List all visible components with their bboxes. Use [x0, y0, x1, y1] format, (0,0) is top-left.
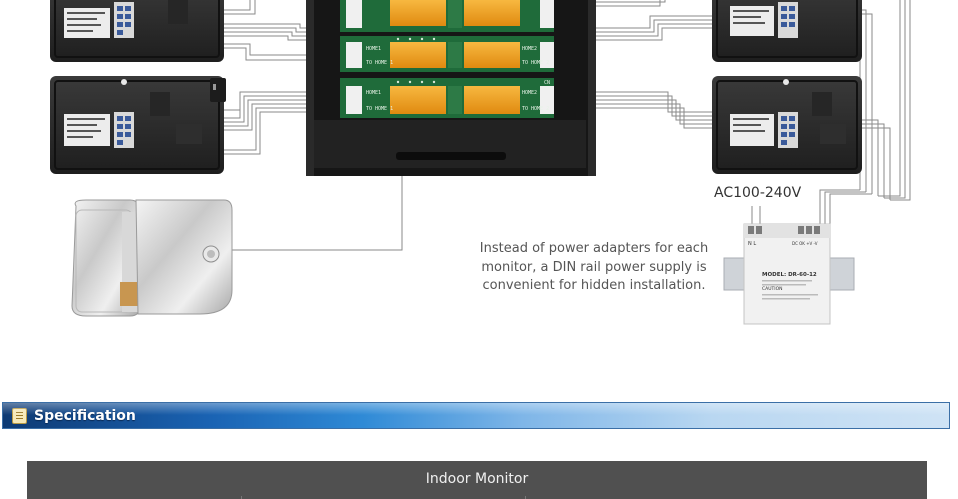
wire-bundle	[111, 0, 911, 251]
column-divider	[241, 496, 242, 499]
psu-model: MODEL: DR-60-12	[762, 272, 817, 278]
psu-caution: CAUTION	[762, 286, 783, 292]
indoor-monitor-top-right	[712, 0, 862, 62]
column-divider	[525, 496, 526, 499]
electric-door-lock	[71, 199, 233, 317]
din-rail-power-supply: N L DC OK +V -V MODEL: DR-60-12 CAUTION	[723, 223, 855, 325]
pcb-module-2	[340, 36, 554, 72]
note-line-2: monitor, a DIN rail power supply is	[481, 259, 707, 275]
table-header-title: Indoor Monitor	[425, 471, 529, 487]
installation-note: Instead of power adapters for each monit…	[470, 240, 718, 296]
pcb-label-to-home2: TO HOME 2	[522, 60, 549, 66]
indoor-monitor-bottom-left	[50, 76, 224, 174]
pcb-label-home1-b: HOME1	[366, 90, 381, 96]
power-adapter	[210, 78, 226, 102]
pcb-label-to-home1-b: TO HOME 1	[366, 106, 393, 112]
pcb-module-3	[340, 78, 554, 118]
note-line-1: Instead of power adapters for each	[479, 241, 709, 256]
spec-table-header: Indoor Monitor	[27, 461, 927, 499]
pcb-label-home2: HOME2	[522, 46, 537, 52]
ac-input-label: AC100-240V	[714, 185, 802, 201]
section-title: Specification	[34, 408, 136, 424]
specification-section-header: Specification	[2, 402, 950, 429]
pcb-label-home2-b: HOME2	[522, 90, 537, 96]
indoor-monitor-top-left	[50, 0, 224, 62]
pcb-module-1	[340, 0, 554, 32]
notepad-icon	[12, 408, 27, 424]
pcb-label-cn: CN	[544, 80, 550, 86]
psu-terminal-left: N L	[748, 241, 756, 247]
psu-terminal-right: DC OK +V -V	[792, 241, 818, 246]
note-line-3: convenient for hidden installation.	[482, 278, 706, 293]
pcb-label-home1: HOME1	[366, 46, 381, 52]
pcb-label-to-home1: TO HOME 1	[366, 60, 393, 66]
pcb-label-to-home2-b: TO HOME 2	[522, 106, 549, 112]
outdoor-panel	[306, 0, 596, 176]
indoor-monitor-bottom-right	[712, 76, 862, 174]
